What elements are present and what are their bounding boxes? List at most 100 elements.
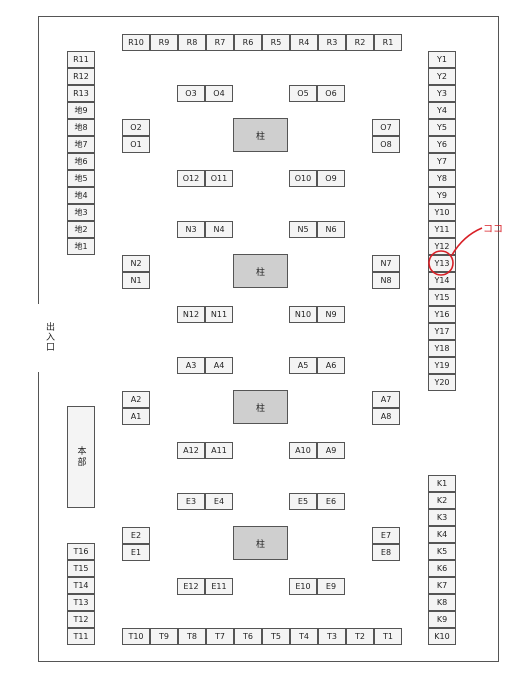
booth-T8[interactable]: T8 bbox=[178, 628, 206, 645]
booth-T7[interactable]: T7 bbox=[206, 628, 234, 645]
booth-N3[interactable]: N3 bbox=[177, 221, 205, 238]
booth-K10[interactable]: K10 bbox=[428, 628, 456, 645]
booth-T14[interactable]: T14 bbox=[67, 577, 95, 594]
booth-R5[interactable]: R5 bbox=[262, 34, 290, 51]
booth-E11[interactable]: E11 bbox=[205, 578, 233, 595]
booth-T13[interactable]: T13 bbox=[67, 594, 95, 611]
booth-R3[interactable]: R3 bbox=[318, 34, 346, 51]
booth-E6[interactable]: E6 bbox=[317, 493, 345, 510]
booth-T2[interactable]: T2 bbox=[346, 628, 374, 645]
booth-N9[interactable]: N9 bbox=[317, 306, 345, 323]
booth-A2[interactable]: A2 bbox=[122, 391, 150, 408]
booth-Y8[interactable]: Y8 bbox=[428, 170, 456, 187]
booth-E12[interactable]: E12 bbox=[177, 578, 205, 595]
booth-Y3[interactable]: Y3 bbox=[428, 85, 456, 102]
booth-O11[interactable]: O11 bbox=[205, 170, 233, 187]
booth-E7[interactable]: E7 bbox=[372, 527, 400, 544]
booth-E1[interactable]: E1 bbox=[122, 544, 150, 561]
booth-Y15[interactable]: Y15 bbox=[428, 289, 456, 306]
booth-R2[interactable]: R2 bbox=[346, 34, 374, 51]
booth-O8[interactable]: O8 bbox=[372, 136, 400, 153]
booth-A8[interactable]: A8 bbox=[372, 408, 400, 425]
booth-A4[interactable]: A4 bbox=[205, 357, 233, 374]
booth-地8[interactable]: 地8 bbox=[67, 119, 95, 136]
booth-O10[interactable]: O10 bbox=[289, 170, 317, 187]
booth-O2[interactable]: O2 bbox=[122, 119, 150, 136]
booth-Y18[interactable]: Y18 bbox=[428, 340, 456, 357]
booth-地2[interactable]: 地2 bbox=[67, 221, 95, 238]
booth-T5[interactable]: T5 bbox=[262, 628, 290, 645]
booth-Y11[interactable]: Y11 bbox=[428, 221, 456, 238]
booth-Y17[interactable]: Y17 bbox=[428, 323, 456, 340]
booth-A11[interactable]: A11 bbox=[205, 442, 233, 459]
booth-Y10[interactable]: Y10 bbox=[428, 204, 456, 221]
booth-R12[interactable]: R12 bbox=[67, 68, 95, 85]
booth-N2[interactable]: N2 bbox=[122, 255, 150, 272]
booth-O7[interactable]: O7 bbox=[372, 119, 400, 136]
booth-Y5[interactable]: Y5 bbox=[428, 119, 456, 136]
booth-A9[interactable]: A9 bbox=[317, 442, 345, 459]
booth-T10[interactable]: T10 bbox=[122, 628, 150, 645]
booth-R9[interactable]: R9 bbox=[150, 34, 178, 51]
booth-Y13[interactable]: Y13 bbox=[428, 255, 456, 272]
booth-A10[interactable]: A10 bbox=[289, 442, 317, 459]
booth-K1[interactable]: K1 bbox=[428, 475, 456, 492]
booth-E4[interactable]: E4 bbox=[205, 493, 233, 510]
booth-E5[interactable]: E5 bbox=[289, 493, 317, 510]
booth-T9[interactable]: T9 bbox=[150, 628, 178, 645]
booth-N8[interactable]: N8 bbox=[372, 272, 400, 289]
booth-地3[interactable]: 地3 bbox=[67, 204, 95, 221]
booth-N12[interactable]: N12 bbox=[177, 306, 205, 323]
booth-O1[interactable]: O1 bbox=[122, 136, 150, 153]
booth-Y16[interactable]: Y16 bbox=[428, 306, 456, 323]
booth-地5[interactable]: 地5 bbox=[67, 170, 95, 187]
booth-地1[interactable]: 地1 bbox=[67, 238, 95, 255]
booth-A1[interactable]: A1 bbox=[122, 408, 150, 425]
booth-N1[interactable]: N1 bbox=[122, 272, 150, 289]
booth-A3[interactable]: A3 bbox=[177, 357, 205, 374]
booth-K5[interactable]: K5 bbox=[428, 543, 456, 560]
booth-Y12[interactable]: Y12 bbox=[428, 238, 456, 255]
booth-Y9[interactable]: Y9 bbox=[428, 187, 456, 204]
booth-E10[interactable]: E10 bbox=[289, 578, 317, 595]
booth-O5[interactable]: O5 bbox=[289, 85, 317, 102]
booth-K7[interactable]: K7 bbox=[428, 577, 456, 594]
booth-O3[interactable]: O3 bbox=[177, 85, 205, 102]
booth-R1[interactable]: R1 bbox=[374, 34, 402, 51]
booth-E2[interactable]: E2 bbox=[122, 527, 150, 544]
booth-R8[interactable]: R8 bbox=[178, 34, 206, 51]
booth-K9[interactable]: K9 bbox=[428, 611, 456, 628]
booth-Y20[interactable]: Y20 bbox=[428, 374, 456, 391]
booth-E9[interactable]: E9 bbox=[317, 578, 345, 595]
booth-N11[interactable]: N11 bbox=[205, 306, 233, 323]
booth-Y1[interactable]: Y1 bbox=[428, 51, 456, 68]
booth-R4[interactable]: R4 bbox=[290, 34, 318, 51]
booth-Y2[interactable]: Y2 bbox=[428, 68, 456, 85]
booth-O12[interactable]: O12 bbox=[177, 170, 205, 187]
booth-A5[interactable]: A5 bbox=[289, 357, 317, 374]
booth-Y14[interactable]: Y14 bbox=[428, 272, 456, 289]
booth-O4[interactable]: O4 bbox=[205, 85, 233, 102]
booth-地7[interactable]: 地7 bbox=[67, 136, 95, 153]
booth-N5[interactable]: N5 bbox=[289, 221, 317, 238]
booth-O9[interactable]: O9 bbox=[317, 170, 345, 187]
booth-N4[interactable]: N4 bbox=[205, 221, 233, 238]
booth-K2[interactable]: K2 bbox=[428, 492, 456, 509]
booth-K3[interactable]: K3 bbox=[428, 509, 456, 526]
booth-T12[interactable]: T12 bbox=[67, 611, 95, 628]
booth-地4[interactable]: 地4 bbox=[67, 187, 95, 204]
booth-N10[interactable]: N10 bbox=[289, 306, 317, 323]
booth-R6[interactable]: R6 bbox=[234, 34, 262, 51]
booth-K4[interactable]: K4 bbox=[428, 526, 456, 543]
booth-O6[interactable]: O6 bbox=[317, 85, 345, 102]
booth-T11[interactable]: T11 bbox=[67, 628, 95, 645]
booth-R11[interactable]: R11 bbox=[67, 51, 95, 68]
booth-K8[interactable]: K8 bbox=[428, 594, 456, 611]
booth-R10[interactable]: R10 bbox=[122, 34, 150, 51]
booth-T15[interactable]: T15 bbox=[67, 560, 95, 577]
booth-T16[interactable]: T16 bbox=[67, 543, 95, 560]
booth-N7[interactable]: N7 bbox=[372, 255, 400, 272]
booth-E3[interactable]: E3 bbox=[177, 493, 205, 510]
booth-Y4[interactable]: Y4 bbox=[428, 102, 456, 119]
booth-地9[interactable]: 地9 bbox=[67, 102, 95, 119]
